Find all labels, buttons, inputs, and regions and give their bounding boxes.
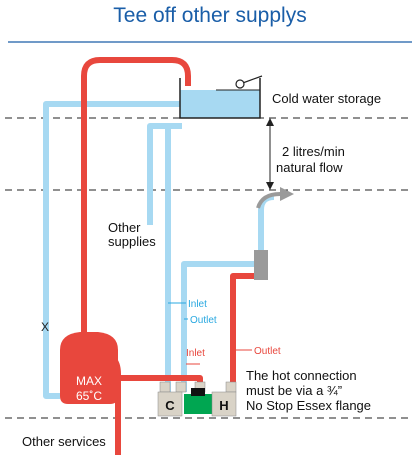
flow-label-line1: 2 litres/min xyxy=(282,144,345,159)
shower-riser xyxy=(258,194,275,250)
diagram-title: Tee off other supplys xyxy=(113,4,307,27)
other-services-label: Other services xyxy=(22,434,106,449)
other-supplies-label-line1: Other xyxy=(108,220,141,235)
cylinder-label-line2: 65˚C xyxy=(76,389,102,403)
cold-feed-pipe xyxy=(43,101,182,399)
flow-indicator xyxy=(266,118,274,190)
valve-cold-fitting-left xyxy=(159,381,171,393)
flow-arrow-top xyxy=(266,118,274,126)
tank-label: Cold water storage xyxy=(272,91,381,106)
cylinder-label-line1: MAX xyxy=(76,374,102,388)
inlet-blue-label: Inlet xyxy=(188,299,207,310)
cold-water-tank xyxy=(179,75,263,119)
hot-water-cylinder xyxy=(60,332,118,404)
valve-h-label: H xyxy=(219,398,228,413)
note-line2: must be via a ¾” xyxy=(246,383,342,398)
valve-hot-fitting-right xyxy=(225,381,237,393)
other-supplies-label-line2: supplies xyxy=(108,234,156,249)
valve-h-block xyxy=(211,391,237,417)
shower-outlet-arrowhead xyxy=(280,187,294,201)
inlet-red-label: Inlet xyxy=(186,348,205,359)
tank-water xyxy=(180,90,260,118)
note-line3: No Stop Essex flange xyxy=(246,398,371,413)
valve-body xyxy=(184,394,212,414)
tank-walls xyxy=(179,78,261,119)
note-line1: The hot connection xyxy=(246,368,357,383)
valve-assembly xyxy=(157,381,237,417)
cold-to-valve-pipe xyxy=(165,123,182,392)
cold-outlet-pipe xyxy=(181,261,254,392)
outlet-blue-label: Outlet xyxy=(190,315,217,326)
valve-c-block xyxy=(157,391,183,417)
shower-outlet-curve xyxy=(256,192,281,209)
flow-label-line2: natural flow xyxy=(276,160,343,175)
shower-mixer xyxy=(254,250,268,280)
valve-cap xyxy=(191,388,205,396)
outlet-red-label: Outlet xyxy=(254,346,281,357)
valve-cold-fitting-right xyxy=(175,381,187,393)
vent-pipe xyxy=(81,57,191,340)
valve-c-label: C xyxy=(165,398,175,413)
float-ball xyxy=(235,79,245,89)
x-mark: X xyxy=(41,320,49,334)
flow-arrow-bottom xyxy=(266,182,274,190)
hot-outlet-pipe xyxy=(230,273,254,392)
